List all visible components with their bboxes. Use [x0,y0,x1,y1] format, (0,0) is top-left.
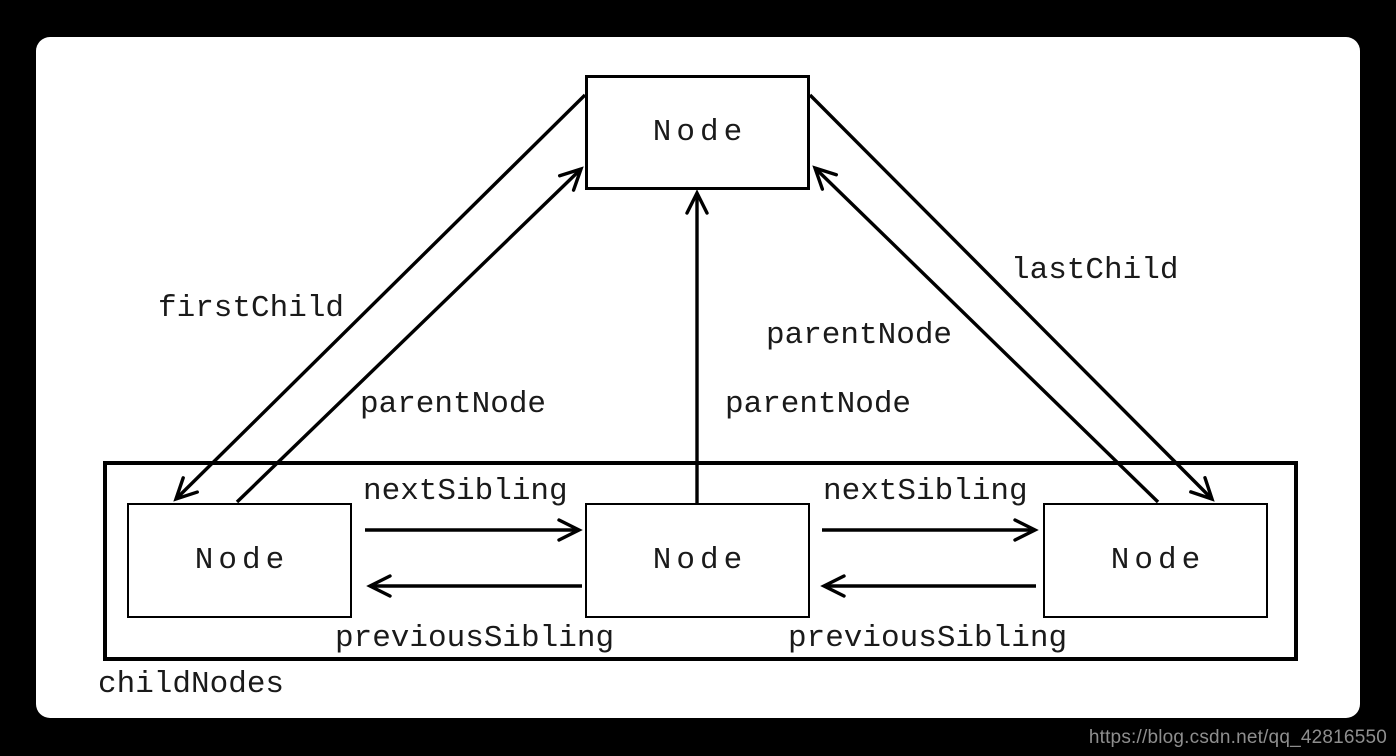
parent-node-label-right: parentNode [766,318,953,353]
first-child-label: firstChild [158,291,345,326]
child-nodes-container-label: childNodes [98,667,285,702]
parent-node-box: Node [585,75,810,190]
child-node-box-2: Node [585,503,810,618]
next-sibling-label-right: nextSibling [823,474,1028,509]
child-nodes-container [103,461,1298,661]
previous-sibling-label-right: previousSibling [788,621,1068,656]
child-node-box-3-label: Node [1110,543,1206,578]
last-child-arrow [808,93,1215,502]
previous-sibling-label-left: previousSibling [335,621,615,656]
last-child-label: lastChild [1011,253,1179,288]
child-node-box-3: Node [1043,503,1268,618]
parent-node-label-middle: parentNode [725,387,912,422]
next-sibling-label-left: nextSibling [363,474,568,509]
child-node-box-1-label: Node [194,543,290,578]
parent-node-label-left: parentNode [360,387,547,422]
first-child-arrow [173,93,587,502]
watermark-url: https://blog.csdn.net/qq_42816550 [1088,727,1387,748]
child-node-box-1: Node [127,503,352,618]
child-node-box-2-label: Node [652,543,748,578]
parent-node-box-label: Node [652,115,748,150]
parent-node-arrow-right [812,165,1160,504]
parent-node-arrow-left [235,166,584,504]
